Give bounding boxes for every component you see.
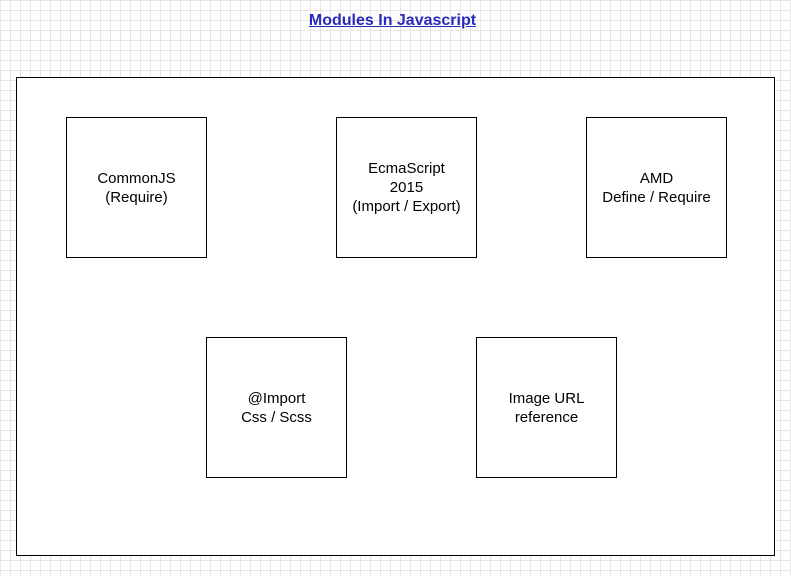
module-node-ecmascript[interactable]: EcmaScript 2015 (Import / Export) [336,117,477,258]
module-node-css-import[interactable]: @Import Css / Scss [206,337,347,478]
node-label-line: Image URL [508,389,585,407]
node-label-line: AMD [639,169,674,187]
node-label-line: (Import / Export) [352,198,461,215]
node-label-line: 2015 [389,179,424,196]
node-label-line: Define / Require [602,188,711,206]
node-label: EcmaScript 2015 (Import / Export) [352,159,460,216]
node-label: Image URL reference [509,389,585,427]
modules-container: CommonJS (Require) EcmaScript 2015 (Impo… [16,77,775,556]
node-label-line: @Import [247,389,306,407]
module-node-amd[interactable]: AMD Define / Require [586,117,727,258]
module-node-image-url[interactable]: Image URL reference [476,337,617,478]
node-label-line: EcmaScript [368,160,445,177]
node-label-line: (Require) [105,188,168,206]
node-label-line: reference [514,408,579,426]
node-label: CommonJS (Require) [97,169,175,207]
module-node-commonjs[interactable]: CommonJS (Require) [66,117,207,258]
node-label: AMD Define / Require [602,169,710,207]
node-label-line: Css / Scss [241,408,312,426]
diagram-title[interactable]: Modules In Javascript [308,12,477,29]
node-label: @Import Css / Scss [241,389,312,427]
node-label-line: CommonJS [97,169,176,187]
